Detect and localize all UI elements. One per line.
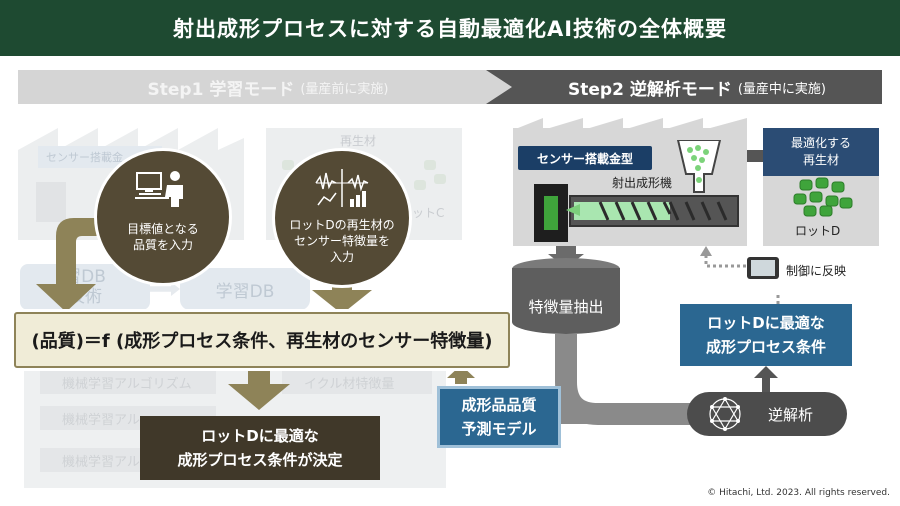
- target-quality-circle: 目標値となる 品質を入力: [94, 148, 232, 286]
- material-header: 最適化する 再生材: [763, 128, 879, 176]
- optimal-text-1: ロットDに最適な: [707, 314, 825, 332]
- quality-prediction-model: 成形品品質 予測モデル: [437, 386, 561, 448]
- quality-model-text-1: 成形品品質: [461, 396, 537, 414]
- control-label: 制御に反映: [786, 264, 847, 278]
- lot-d-label: ロットD: [795, 224, 841, 238]
- material-text-2: 再生材: [802, 153, 839, 167]
- result-text-1: ロットDに最適な: [201, 427, 319, 445]
- network-icon: [706, 396, 744, 432]
- faded-recycled-label: 再生材: [340, 134, 377, 148]
- result-text-2: 成形プロセス条件が決定: [177, 451, 343, 469]
- optimal-process-conditions: ロットDに最適な 成形プロセス条件: [680, 304, 852, 366]
- page-title: 射出成形プロセスに対する自動最適化AI技術の全体概要: [0, 0, 900, 56]
- quality-formula: (品質)＝f (成形プロセス条件、再生材のセンサー特徴量): [14, 312, 510, 368]
- feature-extraction-db: 特徴量抽出: [512, 268, 620, 334]
- inverse-analysis: 逆解析: [687, 392, 847, 436]
- inverse-analysis-label: 逆解析: [767, 405, 813, 424]
- copyright: © Hitachi, Ltd. 2023. All rights reserve…: [707, 488, 890, 498]
- signal-chart-icon: [312, 167, 372, 209]
- faded-db-center: 学習DB: [180, 268, 310, 310]
- step1-title: Step1 学習モード: [147, 79, 295, 100]
- target-quality-text-2: 品質を入力: [132, 238, 193, 252]
- pellets-icon: [790, 176, 854, 218]
- step2-subtitle: (量産中に実施): [737, 81, 826, 97]
- step1-subtitle: (量産前に実施): [300, 81, 389, 97]
- step2-title: Step2 逆解析モード: [568, 79, 732, 100]
- step1-banner: Step1 学習モード (量産前に実施): [18, 70, 518, 104]
- injection-machine-label: 射出成形機: [612, 176, 673, 190]
- material-text-1: 最適化する: [790, 136, 851, 150]
- optimal-condition-result: ロットDに最適な 成形プロセス条件が決定: [140, 416, 380, 480]
- faded-ml-row-1: 機械学習アルゴリズム: [40, 370, 216, 394]
- lot-feature-text-3: 入力: [329, 250, 354, 264]
- lot-feature-circle: ロットDの再生材の センサー特徴量を 入力: [272, 148, 412, 288]
- faded-mold-block: [36, 182, 66, 222]
- lot-feature-text-1: ロットDの再生材の: [289, 218, 395, 232]
- step2-banner: Step2 逆解析モード (量産中に実施): [486, 70, 882, 104]
- quality-model-text-2: 予測モデル: [461, 420, 537, 438]
- optimal-text-2: 成形プロセス条件: [705, 338, 826, 356]
- injection-machine-drawing: [530, 139, 742, 244]
- faded-feature-row: イクル材特徴量: [282, 370, 432, 394]
- person-computer-icon: [135, 169, 191, 209]
- faded-lot-c-label: ットC: [412, 206, 445, 220]
- sensor-mold-label: センサー搭載金型: [518, 146, 652, 170]
- target-quality-text-1: 目標値となる: [127, 222, 199, 236]
- tablet-icon: [746, 256, 780, 280]
- lot-feature-text-2: センサー特徴量を: [293, 234, 390, 248]
